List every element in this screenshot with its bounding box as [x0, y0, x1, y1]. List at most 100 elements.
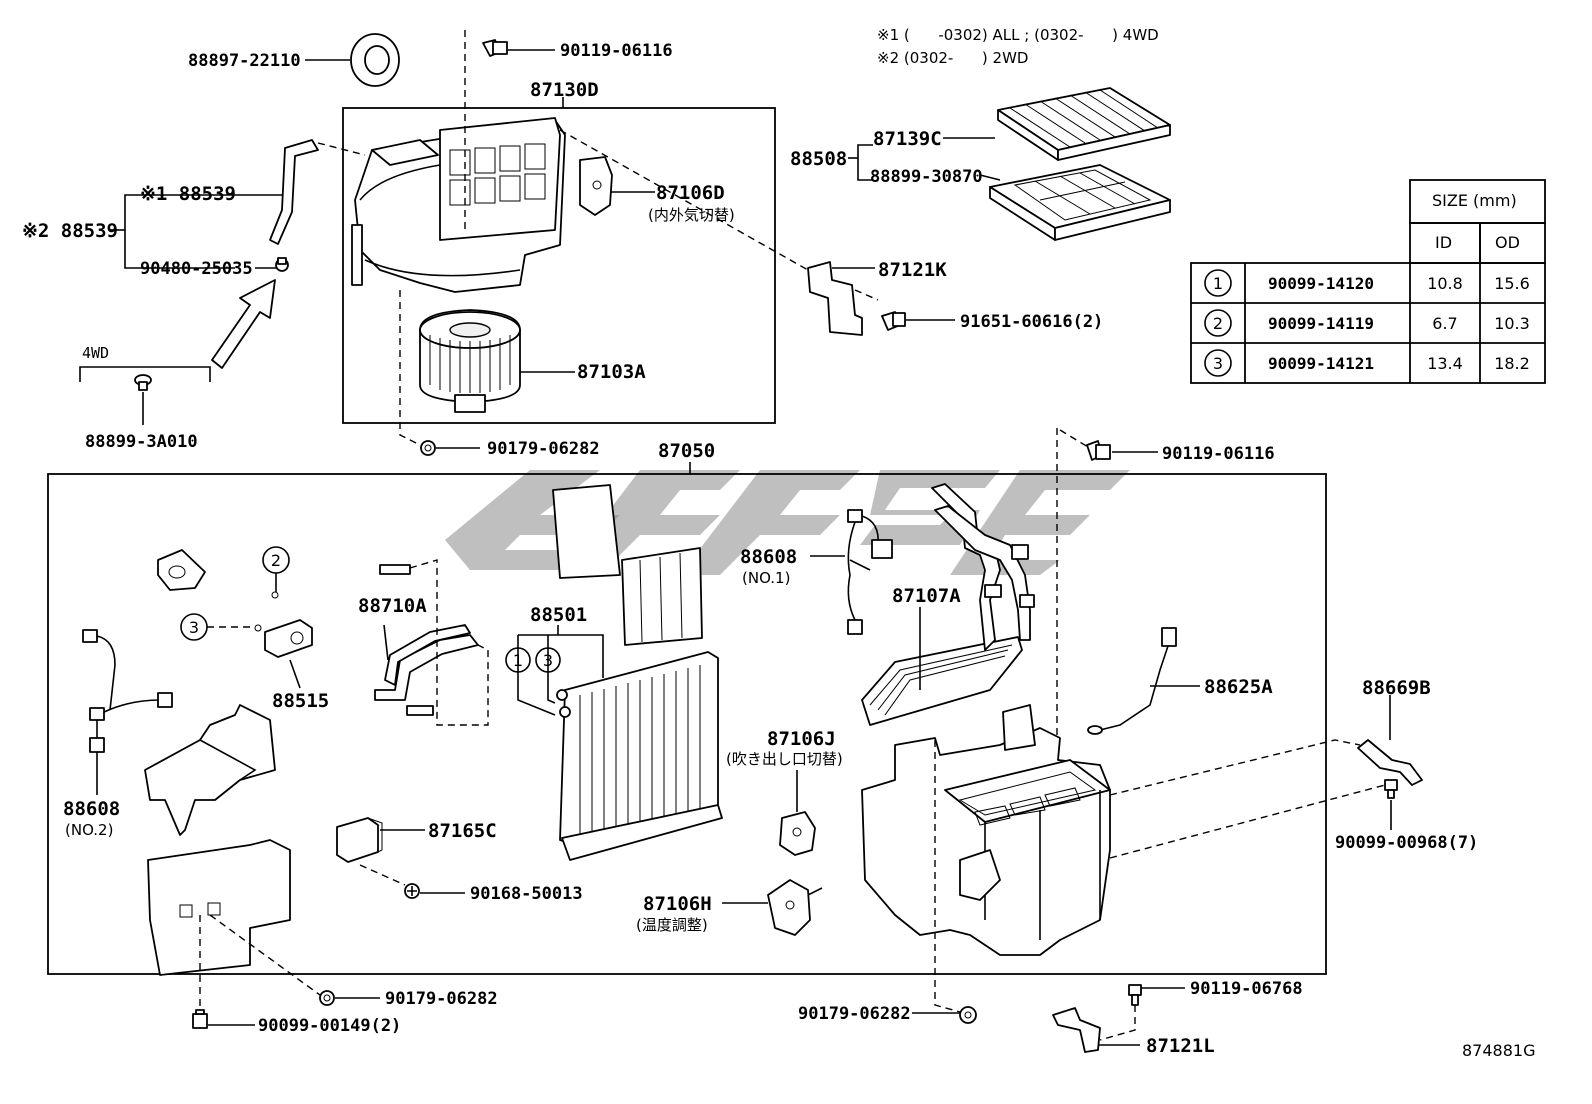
size-table-marker-circle [1204, 309, 1232, 337]
label-88897-22110: 88897-22110 [188, 51, 301, 71]
size-table-id: 10.8 [1427, 274, 1463, 293]
blower-fan-87103A [419, 309, 521, 413]
nut-90179-lower-right [959, 1006, 977, 1024]
svg-text:3: 3 [543, 651, 553, 670]
label-4wd: 4WD [82, 344, 109, 362]
size-table-part-number: 90099-14120 [1268, 274, 1374, 293]
hose-88669B [1357, 739, 1423, 799]
size-table-col-od: OD [1495, 233, 1520, 252]
label-90179-06282-left: 90179-06282 [385, 989, 498, 1009]
label-87107A: 87107A [892, 585, 961, 607]
label-87121K: 87121K [878, 259, 947, 281]
sensor-88625A [1087, 627, 1177, 735]
size-table-part-number: 90099-14119 [1268, 314, 1374, 333]
heater-case [861, 704, 1111, 956]
label-88508: 88508 [790, 148, 847, 170]
servo-87106J [779, 811, 816, 856]
size-table-mark: 1 [1213, 274, 1223, 293]
label-87106J: 87106J [767, 728, 836, 750]
label-88515: 88515 [272, 690, 329, 712]
evaporator-88501 [552, 484, 723, 861]
direction-arrow [211, 279, 276, 369]
label-88625A: 88625A [1204, 676, 1273, 698]
marker-1-diagram: 1 [505, 647, 531, 673]
marker-3-diagram-left: 3 [180, 613, 208, 641]
bolt-91651 [881, 311, 906, 331]
size-table-col-id: ID [1435, 233, 1452, 252]
label-88899-3A010: 88899-3A010 [85, 432, 198, 452]
size-table-od: 18.2 [1494, 354, 1530, 373]
switch-left [157, 549, 206, 591]
size-table-id: 6.7 [1432, 314, 1457, 333]
label-88539-note2: ※2 88539 [22, 220, 118, 242]
heater-unit-frame [47, 473, 1327, 975]
bracket-87121L [1052, 1007, 1101, 1053]
note-1: ※1 ( -0302) ALL ; (0302- ) 4WD [877, 26, 1159, 44]
label-90119-06116-right: 90119-06116 [1162, 444, 1275, 464]
servo-87106H [767, 879, 823, 936]
label-88608-no2: 88608 [63, 798, 120, 820]
bolt-90119-top [482, 39, 508, 57]
clip-88899-3A010 [134, 374, 152, 391]
size-table-mark: 3 [1213, 354, 1223, 373]
servo-87106D [579, 156, 613, 216]
label-91651-60616: 91651-60616(2) [960, 312, 1103, 332]
label-87106J-desc: (吹き出し口切替) [726, 750, 843, 768]
label-87106D: 87106D [656, 182, 725, 204]
svg-text:2: 2 [271, 551, 281, 570]
pipe-88710A [374, 564, 479, 716]
marker-3-diagram-right: 3 [535, 647, 561, 673]
screw-90168 [404, 883, 420, 899]
size-table-part-number: 90099-14121 [1268, 354, 1374, 373]
label-90099-00149: 90099-00149(2) [258, 1016, 401, 1036]
label-90119-06116-top: 90119-06116 [560, 41, 673, 61]
expansion-valve-88515 [254, 591, 313, 658]
size-table-id: 13.4 [1427, 354, 1463, 373]
label-88608-no1-sub: (NO.1) [742, 569, 790, 587]
label-88710A: 88710A [358, 595, 427, 617]
label-88608-no2-sub: (NO.2) [65, 821, 113, 839]
seal-88897 [350, 33, 400, 87]
label-90179-06282-upper: 90179-06282 [487, 439, 600, 459]
nut-90179-upper [420, 440, 436, 456]
label-87103A: 87103A [577, 361, 646, 383]
label-88501: 88501 [530, 604, 587, 626]
label-90179-06282-right: 90179-06282 [798, 1004, 911, 1024]
diagram-id: 874881G [1462, 1041, 1535, 1060]
label-87130D: 87130D [530, 79, 599, 101]
filter-frame-88899-30870 [989, 164, 1171, 241]
size-table-marker-circle [1204, 269, 1232, 297]
clip-90480 [275, 257, 289, 272]
label-88608-no1: 88608 [740, 546, 797, 568]
blower-housing-87130D [351, 117, 566, 293]
label-87139C: 87139C [873, 128, 942, 150]
bolt-90099-00149 [192, 1009, 208, 1029]
drain-hose-88539 [269, 139, 319, 245]
size-table-row: 3 90099-14121 13.4 18.2 [1204, 349, 1530, 377]
label-88899-30870: 88899-30870 [870, 167, 983, 187]
label-90119-06768: 90119-06768 [1190, 979, 1303, 999]
bracket-87121K [807, 261, 863, 336]
size-table-marker-circle [1204, 349, 1232, 377]
size-table-od: 10.3 [1494, 314, 1530, 333]
bolt-90119-right [1086, 440, 1111, 461]
harness-88608-no1 [847, 509, 893, 635]
size-table-header: SIZE (mm) [1432, 191, 1517, 210]
blower-unit-frame [342, 107, 776, 424]
svg-text:3: 3 [189, 618, 199, 637]
label-87106D-desc: (内外気切替) [648, 206, 735, 224]
marker-2-diagram: 2 [262, 546, 290, 574]
label-87165C: 87165C [428, 820, 497, 842]
size-table-mark: 2 [1213, 314, 1223, 333]
air-filter-87139C [997, 87, 1171, 161]
nut-90179-lower-left [319, 990, 335, 1006]
lower-bracket [147, 839, 291, 976]
resistor-87165C [336, 817, 383, 863]
heater-core-87107A [861, 483, 1035, 726]
bolt-90119-06768 [1128, 984, 1142, 1006]
